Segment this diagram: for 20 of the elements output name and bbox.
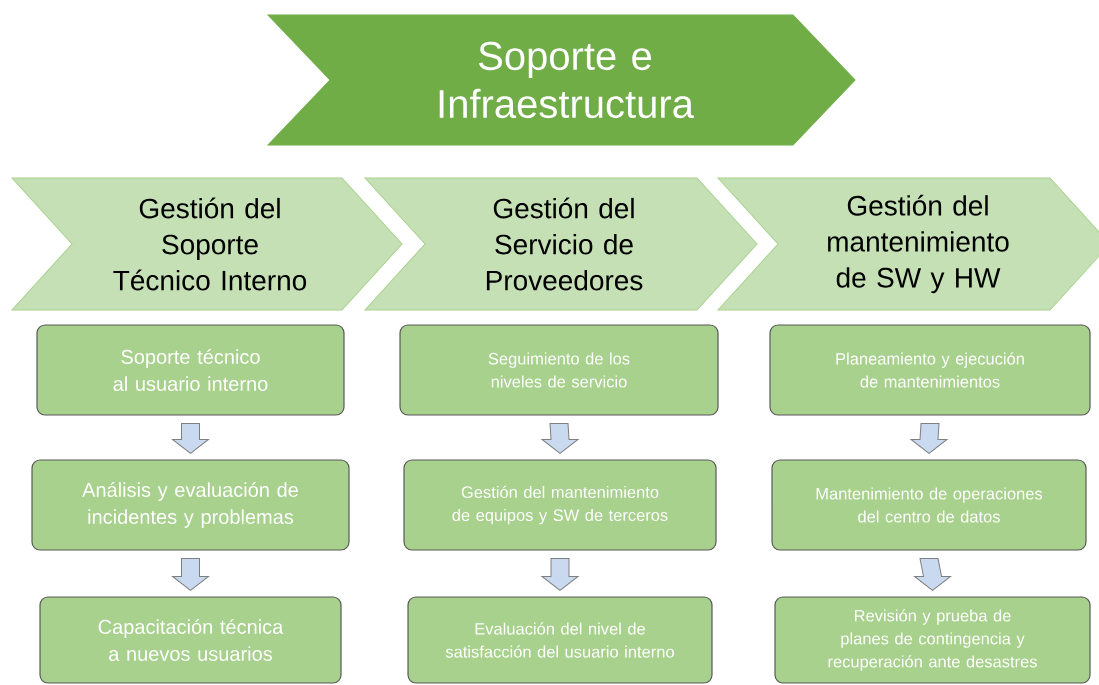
process-box: Capacitación técnica a nuevos usuarios (39, 596, 342, 684)
block-arrow (910, 423, 948, 454)
process-box: Planeamiento y ejecución de mantenimientos (769, 324, 1091, 416)
process-box: Revisión y prueba de planes de contingencia y recuperación ante desastres (774, 596, 1091, 684)
block-arrow (172, 423, 209, 454)
block-arrow (172, 558, 209, 591)
process-box: Mantenimiento de operaciones del centro de datos (771, 459, 1087, 551)
process-box: Seguimiento de los niveles de servicio (399, 324, 719, 416)
process-box: Soporte técnico al usuario interno (36, 324, 345, 416)
heading-banner: Gestión del Soporte Técnico Interno (11, 177, 403, 311)
process-box: Evaluación del nivel de satisfacción del usuario interno (407, 596, 713, 684)
process-box: Gestión del mantenimiento de equipos y SW de terceros (403, 459, 717, 551)
heading-banner: Gestión del mantenimiento de SW y HW (717, 177, 1099, 311)
block-arrow (914, 558, 951, 591)
block-arrow (541, 558, 579, 591)
node-label: Gestión del mantenimiento de SW y HW (828, 194, 1009, 294)
block-arrow (541, 423, 579, 454)
title-chevron: Soporte e Infraestructura (267, 14, 856, 146)
process-box: Análisis y evaluación de incidentes y problemas (31, 459, 350, 551)
heading-banner: Gestión del Servicio de Proveedores (364, 177, 758, 311)
